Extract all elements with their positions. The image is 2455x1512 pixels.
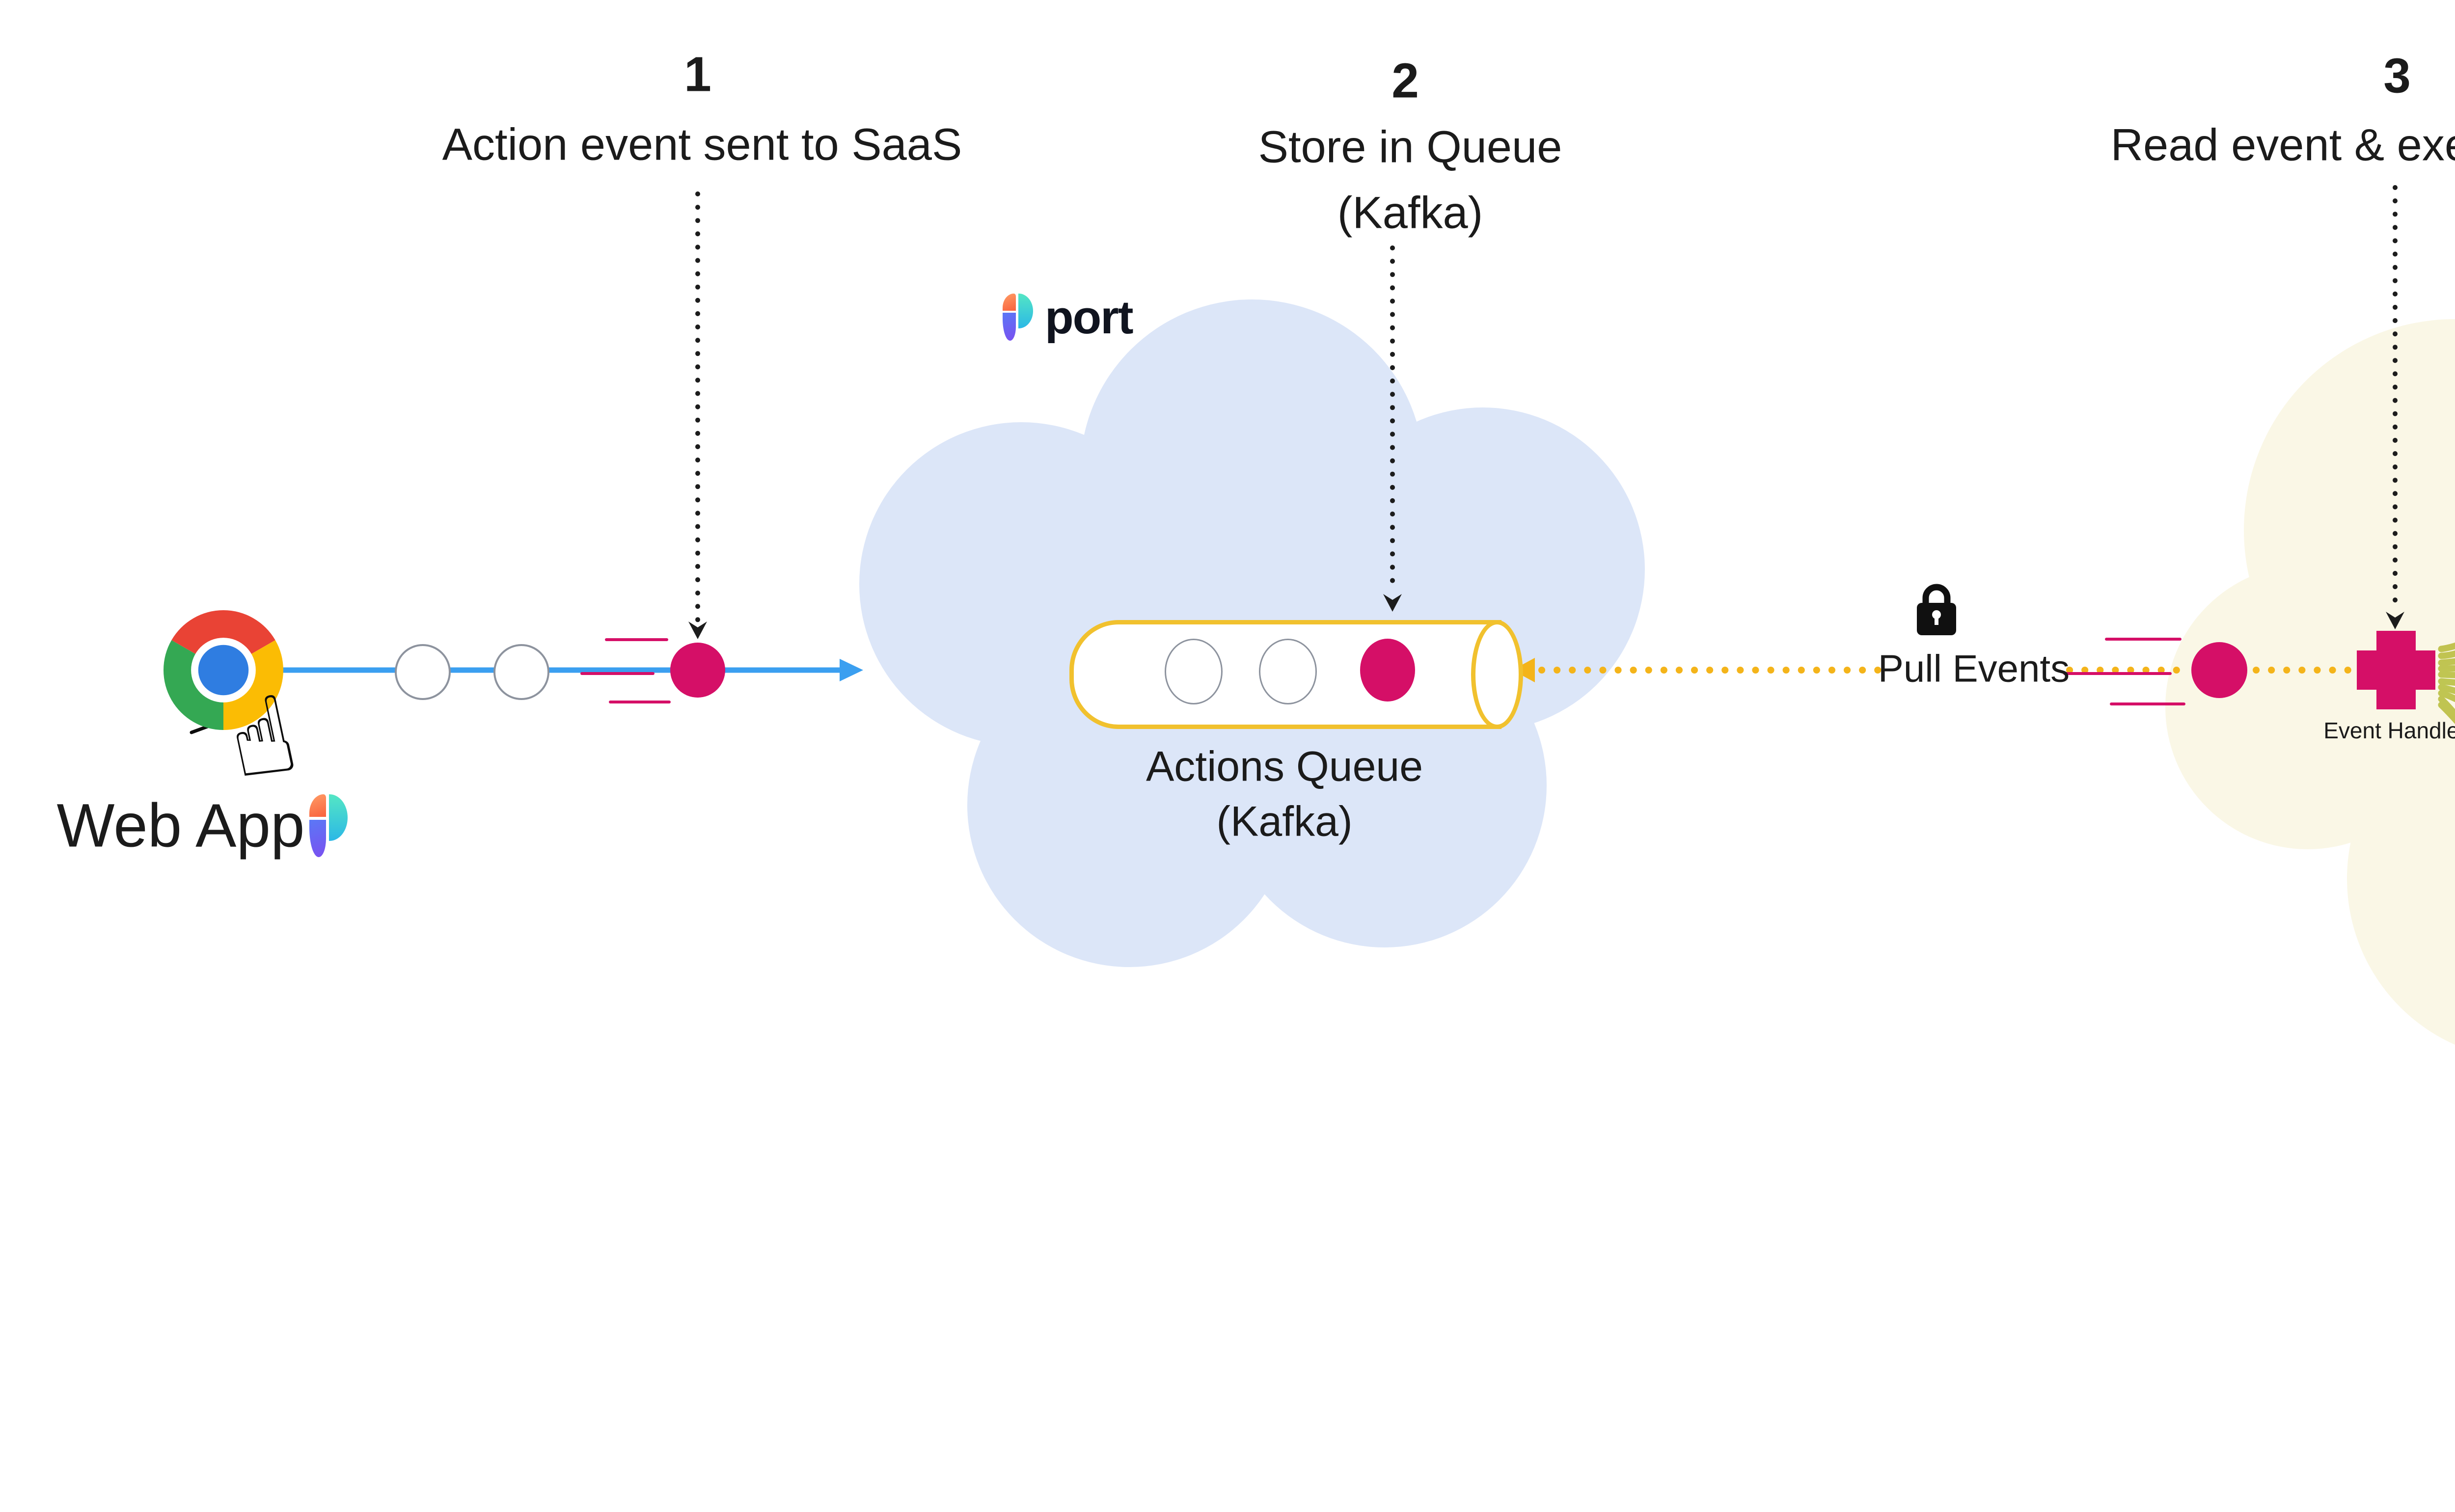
lock-icon bbox=[1917, 584, 1956, 635]
step2-number: 2 bbox=[1391, 53, 1419, 108]
event-handler-label: Event Handler bbox=[2323, 718, 2455, 743]
actions-queue-cylinder bbox=[1069, 620, 1501, 729]
chrome-icon[interactable] bbox=[164, 610, 283, 730]
step1-number: 1 bbox=[684, 47, 711, 102]
queue-item-event bbox=[1360, 639, 1415, 702]
port-logo-icon bbox=[1003, 294, 1033, 341]
event-handler-cross-icon bbox=[2357, 631, 2435, 709]
web-app-port-icon bbox=[309, 794, 348, 857]
step3-dotted-arrow bbox=[2386, 185, 2404, 629]
port-logo-text: port bbox=[1045, 291, 1134, 344]
speed-lines-right bbox=[2063, 638, 2185, 705]
actions-queue-title: Actions Queue bbox=[1146, 743, 1423, 790]
queue-item-empty-2 bbox=[1259, 639, 1317, 704]
step1-dotted-arrow bbox=[688, 191, 707, 639]
pull-events-label: Pull Events bbox=[1878, 647, 2070, 690]
runner-fan-lines bbox=[2438, 642, 2455, 724]
speed-lines-left bbox=[580, 638, 671, 703]
event-dot-empty-1 bbox=[395, 644, 451, 700]
pulled-event-dot bbox=[2191, 642, 2247, 698]
pull-events-dotted-line bbox=[1512, 658, 2355, 682]
step3-number: 3 bbox=[2383, 48, 2411, 104]
blue-flow-arrow bbox=[282, 659, 863, 681]
step1-caption: Action event sent to SaaS bbox=[442, 119, 962, 170]
event-dot-empty-2 bbox=[493, 644, 549, 700]
step2-dotted-arrow bbox=[1383, 245, 1402, 612]
web-app-label: Web App bbox=[56, 791, 305, 860]
actions-queue-cylinder-cap bbox=[1471, 620, 1523, 729]
queue-item-empty-1 bbox=[1165, 639, 1223, 704]
actions-queue-subtitle: (Kafka) bbox=[1216, 798, 1353, 845]
connector-lines-layer bbox=[184, 185, 2455, 734]
event-dot-active bbox=[670, 643, 725, 698]
step3-caption: Read event & execute runner bbox=[2110, 120, 2455, 170]
step2-caption-kafka: (Kafka) bbox=[1337, 188, 1483, 238]
step2-caption: Store in Queue bbox=[1258, 122, 1562, 172]
